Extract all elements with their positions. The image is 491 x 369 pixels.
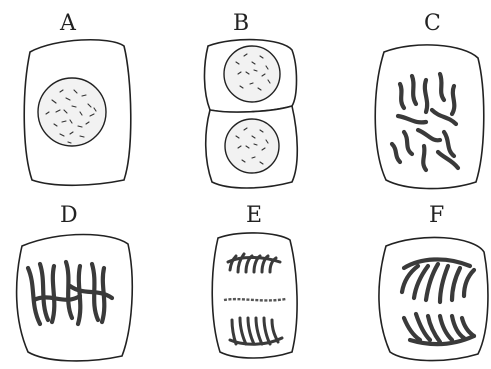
- cell-b: [204, 40, 297, 188]
- cell-d: [17, 235, 133, 361]
- panel-label-f: F: [429, 203, 444, 228]
- cell-f: [379, 237, 488, 360]
- panel-label-b: B: [233, 11, 249, 36]
- nucleus-b-top: [224, 46, 280, 102]
- cell-e: [212, 233, 297, 358]
- panel-label-c: C: [424, 11, 441, 36]
- nucleus-b-bottom: [225, 119, 279, 173]
- panel-label-d: D: [60, 203, 78, 228]
- panel-label-e: E: [246, 203, 262, 228]
- cell-c: [375, 45, 484, 189]
- cell-a: [24, 40, 131, 186]
- panel-label-a: A: [59, 11, 77, 36]
